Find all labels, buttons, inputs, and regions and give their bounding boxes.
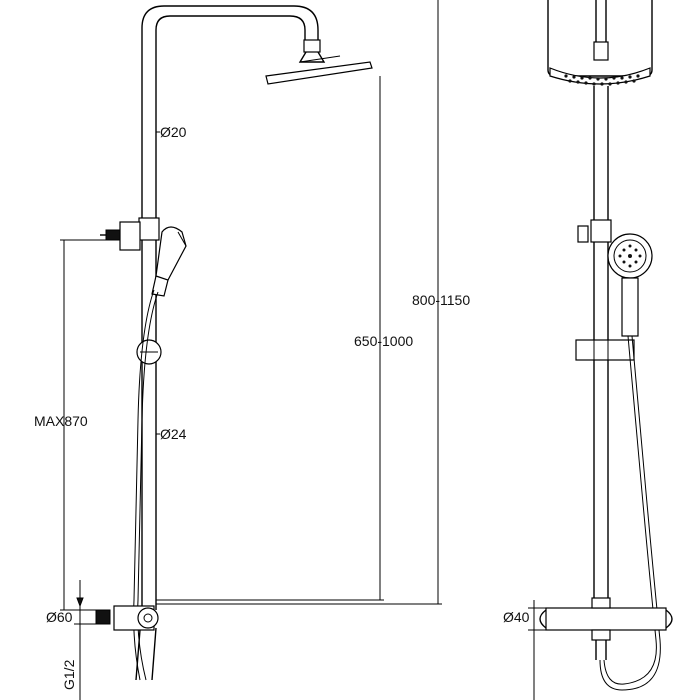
head-connector	[303, 39, 321, 53]
front-pipe-joint	[590, 219, 612, 243]
hose-front-2	[599, 335, 661, 691]
mixer-body-front	[545, 607, 667, 631]
pipe-joint	[138, 217, 160, 241]
label-max870: MAX870	[34, 413, 88, 429]
dim-o60-arrow	[76, 597, 84, 608]
front-view: Ø40	[503, 0, 673, 700]
rain-head-front	[547, 0, 653, 77]
label-o24: Ø24	[160, 426, 187, 442]
mixer-front-bottom	[591, 629, 611, 641]
mixer-knob-center	[143, 613, 153, 623]
front-slider-holder	[575, 339, 635, 361]
upper-pipe-outer	[141, 5, 319, 222]
label-650-1000: 650-1000	[354, 333, 413, 349]
shower-head-side	[265, 61, 373, 85]
label-800-1150: 800-1150	[412, 292, 470, 308]
hand-shower-front-inner	[613, 239, 647, 273]
rain-head-nozzles	[564, 74, 640, 86]
head-swivel	[298, 51, 326, 63]
label-o40: Ø40	[503, 609, 530, 625]
front-bracket-knob	[577, 225, 589, 243]
label-o20: Ø20	[160, 124, 187, 140]
label-g12: G1/2	[61, 659, 77, 690]
mixer-left-handle	[539, 609, 547, 629]
hand-shower-nozzles	[618, 244, 642, 268]
mixer-front-top	[591, 597, 611, 609]
mixer-inlet	[95, 609, 111, 625]
mixer-right-handle	[665, 609, 673, 629]
mixer-front-outlet	[595, 640, 607, 660]
label-o60: Ø60	[46, 609, 73, 625]
bracket-knob	[105, 229, 121, 241]
hand-shower-handle	[151, 275, 169, 297]
wall-bracket	[119, 221, 141, 251]
hand-shower-face	[177, 231, 187, 247]
front-head-arm	[595, 0, 607, 44]
shower-head-edge	[299, 55, 341, 63]
hand-shower-front-handle	[621, 277, 639, 337]
mixer-knob	[137, 607, 159, 629]
rain-head-face	[549, 67, 651, 85]
mixer-outlet	[135, 627, 157, 681]
hose-front-1	[603, 335, 657, 685]
upper-pipe-inner	[155, 15, 306, 222]
hand-shower-head	[155, 226, 187, 283]
front-head-connector	[593, 41, 609, 61]
side-view: Ø20 Ø24 MAX870 Ø60 G1/2	[34, 5, 373, 700]
height-dimensions: 650-1000 800-1150	[156, 0, 470, 605]
